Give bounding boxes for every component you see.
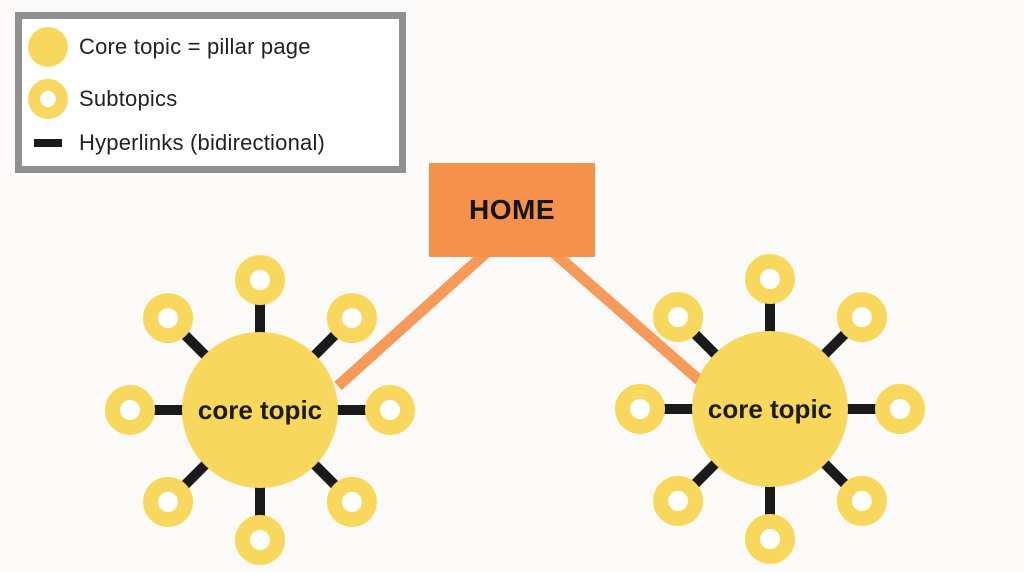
home-node: HOME bbox=[429, 163, 595, 257]
cluster-right-graphic bbox=[615, 254, 925, 564]
subtopic-node bbox=[235, 255, 285, 305]
subtopic-node bbox=[745, 254, 795, 304]
subtopic-ring-icon bbox=[27, 78, 69, 119]
legend-item-subtopics: Subtopics bbox=[27, 78, 393, 119]
cluster-left-graphic bbox=[105, 255, 415, 565]
home-link-line bbox=[334, 247, 491, 391]
subtopic-node bbox=[365, 385, 415, 435]
home-link-line bbox=[549, 247, 703, 385]
home-node-label: HOME bbox=[469, 194, 555, 225]
core-topic-icon bbox=[27, 27, 69, 67]
subtopic-node bbox=[235, 515, 285, 565]
subtopic-node bbox=[836, 292, 887, 343]
subtopic-node bbox=[745, 514, 795, 564]
subtopic-node bbox=[836, 475, 887, 526]
subtopic-node bbox=[615, 384, 665, 434]
legend-item-hyperlinks: Hyperlinks (bidirectional) bbox=[27, 130, 393, 156]
hyperlink-dash-icon bbox=[27, 139, 69, 147]
legend-item-core-topic: Core topic = pillar page bbox=[27, 27, 393, 67]
cluster-left: core topic bbox=[100, 250, 420, 570]
subtopic-node bbox=[653, 292, 704, 343]
legend-label-subtopics: Subtopics bbox=[79, 85, 178, 111]
subtopic-node bbox=[875, 384, 925, 434]
legend-label-hyperlinks: Hyperlinks (bidirectional) bbox=[79, 130, 326, 155]
subtopic-node bbox=[143, 476, 194, 527]
subtopic-node bbox=[143, 293, 194, 344]
subtopic-node bbox=[105, 385, 155, 435]
cluster-right: core topic bbox=[610, 249, 930, 569]
subtopic-node bbox=[653, 475, 704, 526]
subtopic-node bbox=[326, 476, 377, 527]
legend-label-core-topic: Core topic = pillar page bbox=[79, 34, 311, 59]
core-topic-circle bbox=[182, 332, 338, 488]
legend: Core topic = pillar page Subtopics Hyper… bbox=[15, 12, 406, 173]
core-topic-circle bbox=[692, 331, 848, 487]
subtopic-node bbox=[326, 293, 377, 344]
